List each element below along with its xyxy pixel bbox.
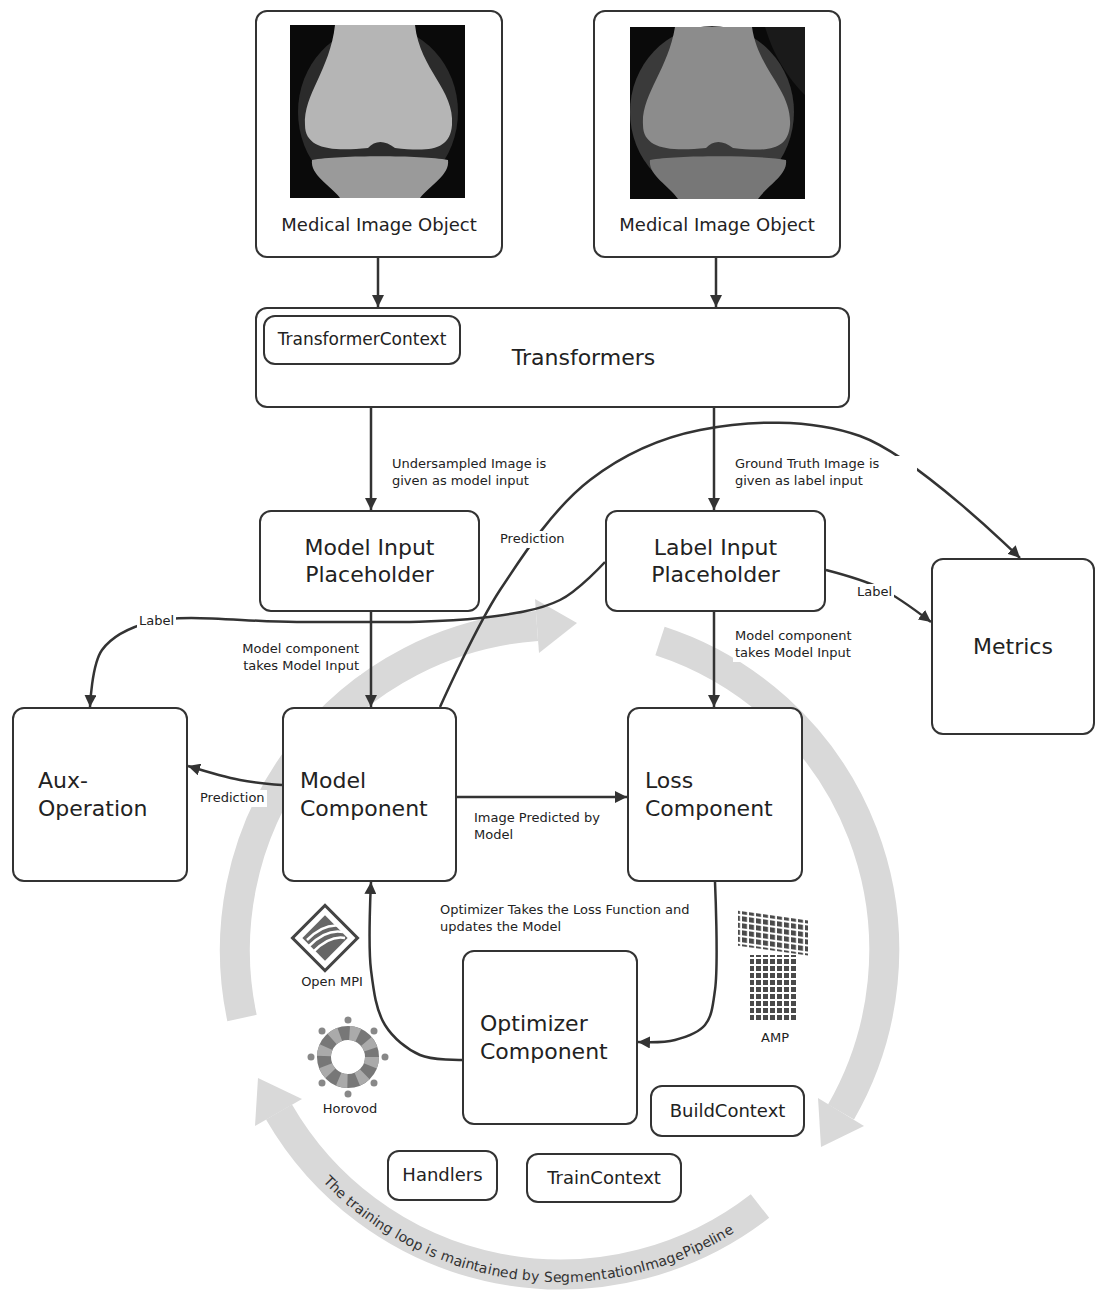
knee-mri-image <box>630 26 805 199</box>
open-mpi-logo <box>292 905 357 970</box>
logo-dot <box>308 1054 315 1061</box>
node-text: Loss Component <box>645 767 795 822</box>
node-text: BuildContext <box>670 1100 786 1123</box>
edge-label: Optimizer Takes the Loss Function and up… <box>438 902 692 936</box>
aux-operation-box: Aux-Operation <box>12 707 188 882</box>
logo-ring <box>324 1033 372 1081</box>
node-text: TrainContext <box>547 1167 661 1190</box>
connector-arrow <box>370 408 373 510</box>
ring-letter <box>539 1267 544 1285</box>
tibia <box>650 156 786 199</box>
node-text: Medical Image Object <box>281 214 476 237</box>
logo-stripes <box>307 926 345 952</box>
context-box: BuildContext <box>650 1085 805 1137</box>
training-loop-ring <box>235 599 884 1274</box>
connector-arrow <box>715 258 718 307</box>
connector-arrow <box>370 612 373 707</box>
metrics-box: Metrics <box>931 558 1095 735</box>
component-box: Model Component <box>282 707 457 882</box>
edge-label: Ground Truth Image is given as label inp… <box>733 456 917 490</box>
logo-dot <box>371 1028 378 1035</box>
ring-letter: m <box>570 1267 585 1286</box>
node-text: Model Component <box>300 767 449 822</box>
femur <box>643 27 790 150</box>
femur <box>305 25 452 150</box>
logo-dot <box>319 1028 326 1035</box>
logo-tiles <box>738 911 808 956</box>
image-object-box: Medical Image Object <box>255 10 503 258</box>
soft-tissue <box>298 26 458 198</box>
ring-arrowhead <box>255 1078 302 1126</box>
node-text: Aux-Operation <box>38 767 180 822</box>
ring-letter: b <box>521 1266 532 1285</box>
logo-caption: Open MPI <box>301 974 363 991</box>
connector-arrow <box>713 612 716 707</box>
node-text: Model Input Placeholder <box>269 534 470 589</box>
logo-diamond <box>302 915 347 960</box>
ring-arrowhead <box>818 1098 864 1147</box>
transformer-stage: Transformers TransformerContext <box>255 307 850 408</box>
context-box: TransformerContext <box>263 315 461 365</box>
image-object-box: Medical Image Object <box>593 10 841 258</box>
connector-arrow <box>188 766 282 785</box>
logo-dot <box>345 1091 352 1098</box>
connector-arrow <box>377 258 380 307</box>
soft-tissue <box>630 26 794 198</box>
logo-dot <box>319 1080 326 1087</box>
ring-letter: d <box>508 1264 519 1283</box>
connector-arrow <box>713 408 716 510</box>
logo-dot <box>382 1054 389 1061</box>
connector-arrow <box>457 796 627 799</box>
component-box: Optimizer Component <box>462 950 638 1125</box>
ring-letter: e <box>552 1268 561 1286</box>
edge-label: Model component takes Model Input <box>733 628 882 662</box>
image-ground <box>290 25 465 198</box>
logo-stack <box>750 955 798 1020</box>
connector-arrow <box>826 570 931 622</box>
node-text: Handlers <box>402 1164 482 1187</box>
edge-label: Label <box>855 584 894 601</box>
placeholder-box: Label Input Placeholder <box>605 510 826 612</box>
ring-letter: S <box>543 1268 553 1286</box>
tibia <box>312 156 448 198</box>
horovod-logo <box>308 1017 389 1098</box>
edge-label: Prediction <box>498 531 567 548</box>
node-text: Metrics <box>973 633 1053 661</box>
component-box: Loss Component <box>627 707 803 882</box>
node-text: Transformers <box>512 344 655 372</box>
node-text: Medical Image Object <box>619 214 814 237</box>
ring-letter: g <box>561 1268 570 1286</box>
knee-mri-image <box>290 25 465 198</box>
context-box: TrainContext <box>526 1153 682 1203</box>
edge-label: Image Predicted by Model <box>472 810 611 844</box>
logo-caption: AMP <box>761 1030 789 1047</box>
node-text: TransformerContext <box>278 329 447 350</box>
logo-caption: Horovod <box>323 1101 378 1118</box>
image-ground <box>630 27 805 199</box>
logo-ring <box>324 1033 372 1081</box>
logo-dot <box>345 1017 352 1024</box>
logo-dot <box>371 1080 378 1087</box>
ring-letter: y <box>530 1267 540 1286</box>
edge-label: Label <box>137 613 176 630</box>
node-text: Optimizer Component <box>480 1010 630 1065</box>
amp-logo <box>738 911 808 1020</box>
edge-label: Prediction <box>198 790 267 807</box>
node-text: Label Input Placeholder <box>615 534 816 589</box>
edge-label: Model component takes Model Input <box>212 641 361 675</box>
placeholder-box: Model Input Placeholder <box>259 510 480 612</box>
handlers-box: Handlers <box>387 1150 498 1201</box>
logo-diamond <box>292 905 357 970</box>
ring-caption: The training loop is maintained by Segme… <box>270 1120 770 1300</box>
edge-label: Undersampled Image is given as model inp… <box>390 456 574 490</box>
